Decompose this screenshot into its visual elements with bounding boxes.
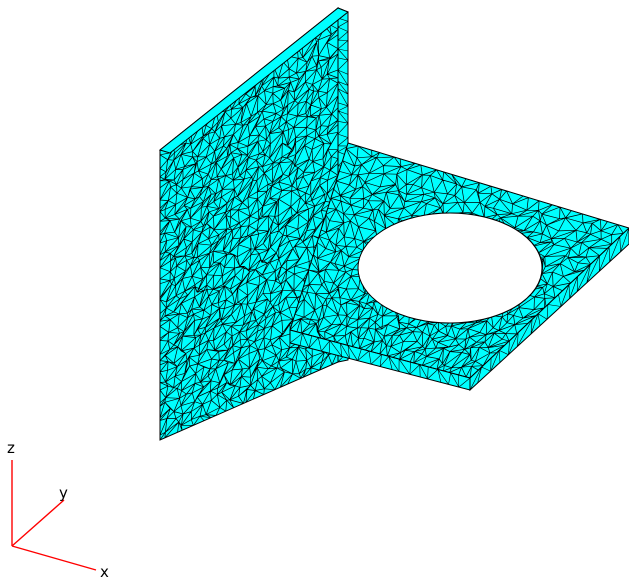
z-axis-label: z	[7, 439, 15, 457]
x-axis-label: x	[100, 563, 109, 580]
vertical-plate-top	[158, 7, 349, 154]
axis-triad: z y x	[7, 439, 109, 580]
vertical-plate	[158, 6, 349, 441]
x-axis-line	[11, 545, 97, 571]
horizontal-plate	[289, 142, 629, 392]
hole-outline	[357, 212, 543, 324]
y-axis-line	[11, 499, 65, 547]
y-axis-label: y	[59, 484, 68, 502]
